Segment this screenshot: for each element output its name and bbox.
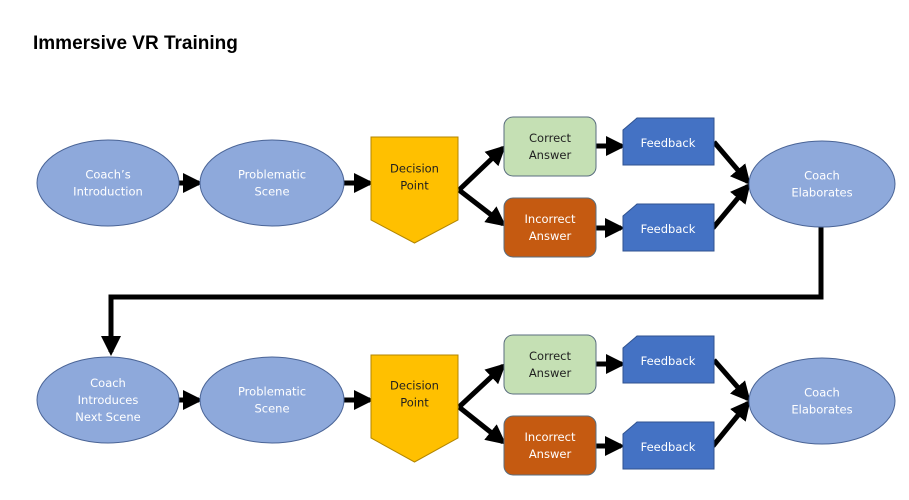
start-label: Introduction <box>73 185 143 199</box>
decision-shape <box>370 136 459 244</box>
feedback-shape <box>622 203 715 252</box>
arrow-decision-to-incorrect <box>457 188 507 227</box>
arrow-decision-to-incorrect <box>457 405 507 445</box>
correct-label: Answer <box>529 148 572 162</box>
arrow-decision-to-correct <box>457 363 506 409</box>
scene-ellipse <box>199 356 345 444</box>
decision-label: Decision <box>390 162 439 176</box>
correct-label: Correct <box>529 131 571 145</box>
end-label: Coach <box>804 169 840 183</box>
feedback-correct-node[interactable]: Feedback <box>622 335 715 384</box>
feedback-label: Feedback <box>641 136 696 150</box>
decision-label: Point <box>400 396 429 410</box>
incorrect-label: Incorrect <box>525 212 576 226</box>
connectors <box>101 136 824 456</box>
nodes: Coach’sIntroductionProblematicSceneDecis… <box>36 116 896 476</box>
feedback-incorrect-node[interactable]: Feedback <box>622 421 715 470</box>
feedback-label: Feedback <box>641 222 696 236</box>
scene-label: Scene <box>254 402 289 416</box>
incorrect-box <box>503 415 597 476</box>
decision-shape <box>370 354 459 463</box>
feedback-label: Feedback <box>641 440 696 454</box>
end-ellipse <box>748 357 896 445</box>
flow-row-1: Coach’sIntroductionProblematicSceneDecis… <box>36 116 896 258</box>
feedback-label: Feedback <box>641 354 696 368</box>
arrow-feedback-correct-to-end <box>712 140 751 186</box>
correct-label: Answer <box>529 366 572 380</box>
end-label: Elaborates <box>791 186 852 200</box>
feedback-incorrect-node[interactable]: Feedback <box>622 203 715 252</box>
scene-label: Problematic <box>238 385 306 399</box>
start-label: Coach’s <box>85 168 130 182</box>
correct-label: Correct <box>529 349 571 363</box>
incorrect-label: Answer <box>529 447 572 461</box>
feedback-shape <box>622 335 715 384</box>
arrow-feedback-incorrect-to-end <box>711 399 751 448</box>
start-label: Next Scene <box>75 410 141 424</box>
feedback-correct-node[interactable]: Feedback <box>622 117 715 166</box>
incorrect-label: Answer <box>529 229 572 243</box>
decision-label: Decision <box>390 379 439 393</box>
feedback-shape <box>622 421 715 470</box>
arrow-row1-to-row2 <box>101 227 824 356</box>
start-label: Coach <box>90 376 126 390</box>
feedback-shape <box>622 117 715 166</box>
end-label: Elaborates <box>791 403 852 417</box>
end-label: Coach <box>804 386 840 400</box>
start-label: Introduces <box>78 393 139 407</box>
decision-label: Point <box>400 179 429 193</box>
incorrect-box <box>503 197 597 258</box>
correct-box <box>503 334 597 395</box>
correct-box <box>503 116 597 177</box>
start-ellipse <box>36 139 180 227</box>
page-title: Immersive VR Training <box>33 33 238 54</box>
arrow-feedback-correct-to-end <box>712 358 751 403</box>
end-ellipse <box>748 140 896 228</box>
scene-label: Scene <box>254 185 289 199</box>
incorrect-label: Incorrect <box>525 430 576 444</box>
scene-ellipse <box>199 139 345 227</box>
arrow-decision-to-correct <box>457 145 506 192</box>
start-ellipse <box>36 356 180 444</box>
scene-label: Problematic <box>238 168 306 182</box>
arrow-feedback-incorrect-to-end <box>711 182 751 230</box>
